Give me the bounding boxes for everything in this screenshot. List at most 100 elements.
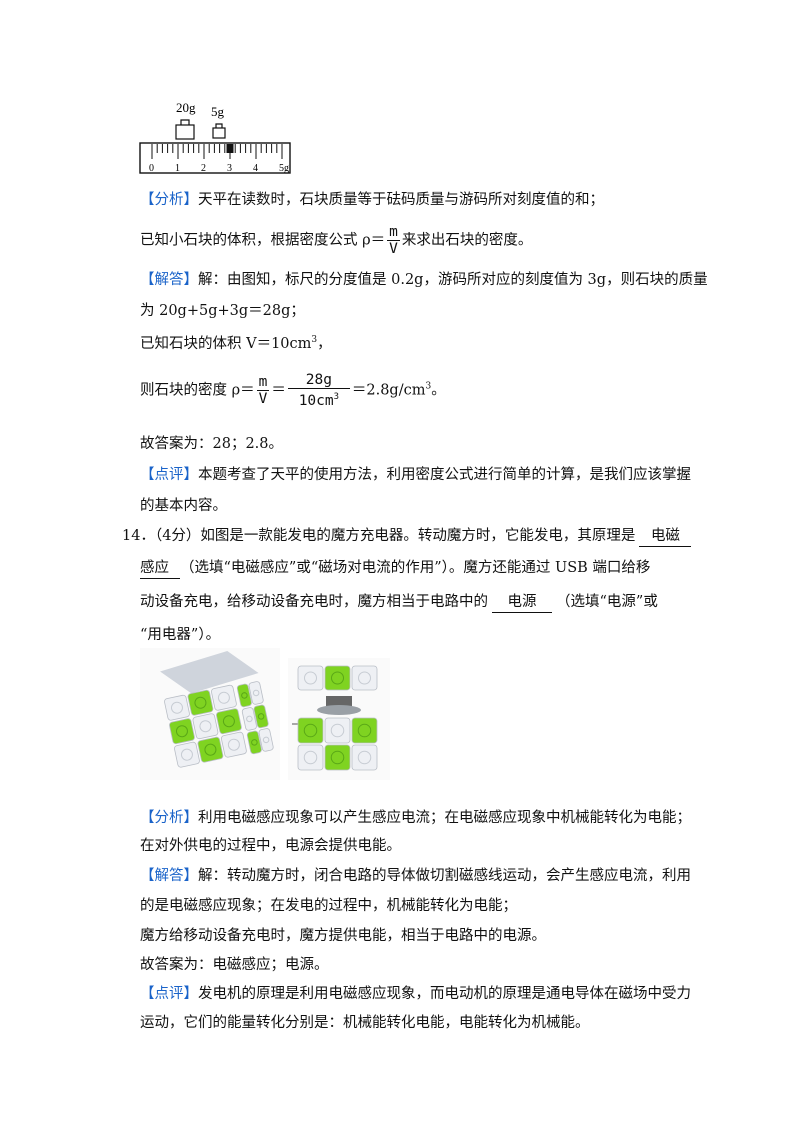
- tile-emblem-icon: [304, 671, 317, 685]
- cube-grid: [164, 681, 274, 768]
- q13-answer-line1: 【解答】解：由图知，标尺的分度值是 0.2g，游码所对应的刻度值为 3g，则石块…: [140, 270, 708, 290]
- tile-emblem-icon: [262, 736, 270, 744]
- ruler-ticks: [151, 144, 283, 159]
- q13-final-answer: 故答案为：28；2.8。: [140, 436, 284, 452]
- q14-answer-line1: 【解答】解：转动魔方时，闭合电路的导体做切割磁感线运动，会产生感应电流，利用: [140, 866, 691, 886]
- cube-tile: [174, 741, 200, 768]
- ruler-tick-label: 4: [253, 163, 258, 174]
- tile-emblem-icon: [357, 723, 372, 738]
- cube-tile: [211, 684, 237, 711]
- text: （选填“电源”或: [556, 594, 658, 610]
- tile-emblem-icon: [357, 750, 372, 765]
- cube-tile: [351, 717, 378, 744]
- superscript: 3: [425, 381, 432, 392]
- tile-emblem-icon: [257, 713, 265, 720]
- q14-analysis-line2: 在对外供电的过程中，电源会提供电能。: [140, 838, 401, 854]
- q14-question-line2: 感应（选填“电磁感应”或“磁场对电流的作用”）。魔方还能通过 USB 端口给移: [140, 558, 650, 579]
- answer-tag: 【解答】: [140, 868, 198, 884]
- fraction-denominator: V: [389, 241, 398, 257]
- q14-final-answer: 故答案为：电磁感应；电源。: [140, 957, 329, 973]
- cube-tile: [192, 713, 219, 740]
- text: ，: [317, 335, 332, 352]
- answer-blank-2: 电源: [492, 592, 552, 613]
- tile-emblem-icon: [199, 720, 212, 733]
- weight-5g-icon: [212, 123, 226, 139]
- ruler-tick-label: 3: [227, 163, 232, 174]
- fraction-numerator: 28g: [287, 372, 350, 389]
- text: 来求出石块的密度。: [401, 232, 533, 249]
- cube-tile: [241, 707, 257, 731]
- q13-analysis-line1: 【分析】天平在读数时，石块质量等于砝码质量与游码所对刻度值的和；: [140, 190, 604, 210]
- tile-emblem-icon: [175, 725, 188, 738]
- q14-question-line3: 动设备充电，给移动设备充电时，魔方相当于电路中的电源（选填“电源”或: [140, 592, 658, 613]
- text: 。: [431, 382, 446, 399]
- text: 则石块的密度 ρ＝: [140, 382, 255, 399]
- q13-answer-line2: 为 20g+5g+3g＝28g；: [140, 303, 305, 319]
- q14-question-line4: “用电器”）。: [140, 627, 221, 643]
- text: ＝2.8g/cm: [351, 382, 426, 399]
- q14-answer-line2: 的是电磁感应现象；在发电的过程中，机械能转化为电能；: [140, 898, 517, 914]
- ruler-tick-label: 5g: [279, 163, 289, 174]
- answer-blank-1a: 电磁: [639, 526, 692, 547]
- tile-emblem-icon: [246, 715, 253, 723]
- cube-tile: [324, 665, 351, 691]
- cube-tile: [197, 736, 224, 763]
- tile-emblem-icon: [204, 743, 217, 756]
- text: 解：由图知，标尺的分度值是 0.2g，游码所对应的刻度值为 3g，则石块的质量: [198, 272, 708, 288]
- tile-emblem-icon: [358, 671, 371, 685]
- ruler-tick-label: 1: [175, 163, 180, 174]
- tile-emblem-icon: [330, 723, 345, 738]
- q13-comment-line2: 的基本内容。: [140, 498, 227, 514]
- fraction-denominator: V: [258, 390, 268, 407]
- q14-comment-line1: 【点评】发电机的原理是利用电磁感应现象，而电动机的原理是通电导体在磁场中受力: [140, 984, 691, 1004]
- cube-tile: [324, 717, 351, 744]
- text: 14．（4分）如图是一款能发电的魔方充电器。转动魔方时，它能发电，其原理是: [122, 528, 636, 544]
- superscript: 3: [311, 335, 318, 345]
- text: 解：转动魔方时，闭合电路的导体做切割磁感线运动，会产生感应电流，利用: [198, 868, 691, 884]
- cube-bottom-layers: [297, 717, 378, 771]
- cube-tile: [216, 708, 242, 735]
- text: 动设备充电，给移动设备充电时，魔方相当于电路中的: [140, 594, 488, 610]
- cube-tile: [351, 665, 378, 691]
- tile-emblem-icon: [194, 696, 207, 709]
- text: 天平在读数时，石块质量等于砝码质量与游码所对刻度值的和；: [198, 192, 604, 208]
- ruler-rider: [226, 144, 234, 153]
- magic-cube-photo-2: [288, 658, 390, 780]
- tile-emblem-icon: [303, 750, 318, 765]
- cube-tile: [253, 704, 269, 729]
- cube-tile: [169, 718, 195, 745]
- generator-plate: [317, 705, 361, 715]
- cube-tile: [258, 728, 274, 752]
- analysis-tag: 【分析】: [140, 810, 198, 826]
- tile-emblem-icon: [241, 692, 248, 699]
- tile-emblem-icon: [170, 701, 183, 714]
- tile-emblem-icon: [227, 738, 240, 751]
- cube-top-layer: [297, 665, 378, 691]
- q14-question-line1: 14．（4分）如图是一款能发电的魔方充电器。转动魔方时，它能发电，其原理是电磁: [122, 526, 692, 547]
- cube-tile: [164, 694, 190, 721]
- tile-emblem-icon: [251, 739, 258, 746]
- fraction-numerator: m: [387, 224, 400, 241]
- text: 已知小石块的体积，根据密度公式 ρ＝: [140, 232, 386, 249]
- magic-cube-photo-1: [140, 648, 280, 780]
- answer-tag: 【解答】: [140, 272, 198, 288]
- cube-tile: [221, 731, 247, 758]
- ruler-body: [139, 142, 291, 174]
- cube-tile: [324, 744, 351, 771]
- tile-emblem-icon: [252, 689, 260, 697]
- cube-tile: [236, 683, 252, 708]
- answer-blank-1b: 感应: [140, 558, 180, 579]
- text: （选填“电磁感应”或“磁场对电流的作用”）。魔方还能通过 USB 端口给移: [180, 560, 651, 576]
- tile-emblem-icon: [180, 748, 193, 761]
- tile-emblem-icon: [331, 671, 344, 685]
- text: 本题考查了天平的使用方法，利用密度公式进行简单的计算，是我们应该掌握: [198, 467, 691, 483]
- ruler-tick-label: 2: [201, 163, 206, 174]
- text: 发电机的原理是利用电磁感应现象，而电动机的原理是通电导体在磁场中受力: [198, 986, 691, 1002]
- q14-analysis-line1: 【分析】利用电磁感应现象可以产生感应电流；在电磁感应现象中机械能转化为电能；: [140, 808, 691, 828]
